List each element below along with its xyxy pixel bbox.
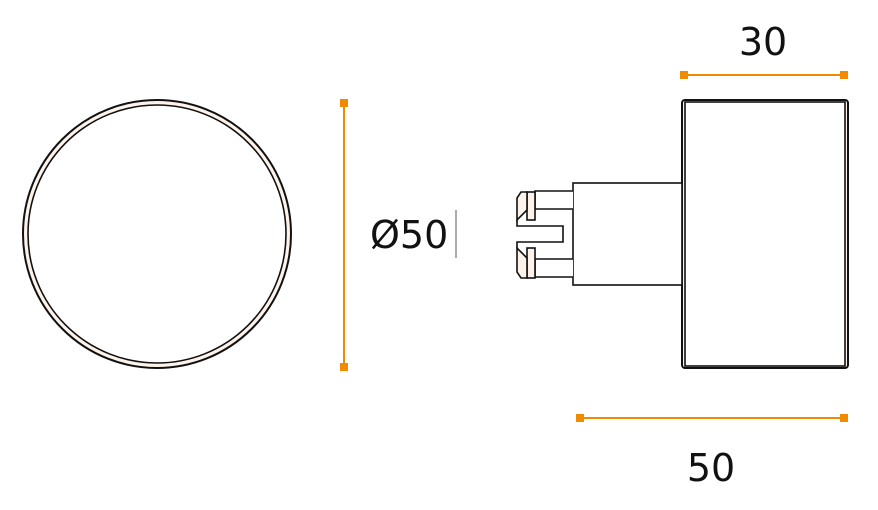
- width-50-dimension-line: [576, 414, 848, 422]
- side-view-knob: [516, 99, 849, 369]
- width-30-label: 30: [739, 20, 787, 64]
- width-50-label: 50: [687, 446, 735, 490]
- diameter-label: Ø50: [370, 213, 448, 257]
- front-view-knob: [22, 99, 292, 369]
- diameter-dimension-line: [340, 99, 348, 371]
- width-30-dimension-line: [680, 71, 848, 79]
